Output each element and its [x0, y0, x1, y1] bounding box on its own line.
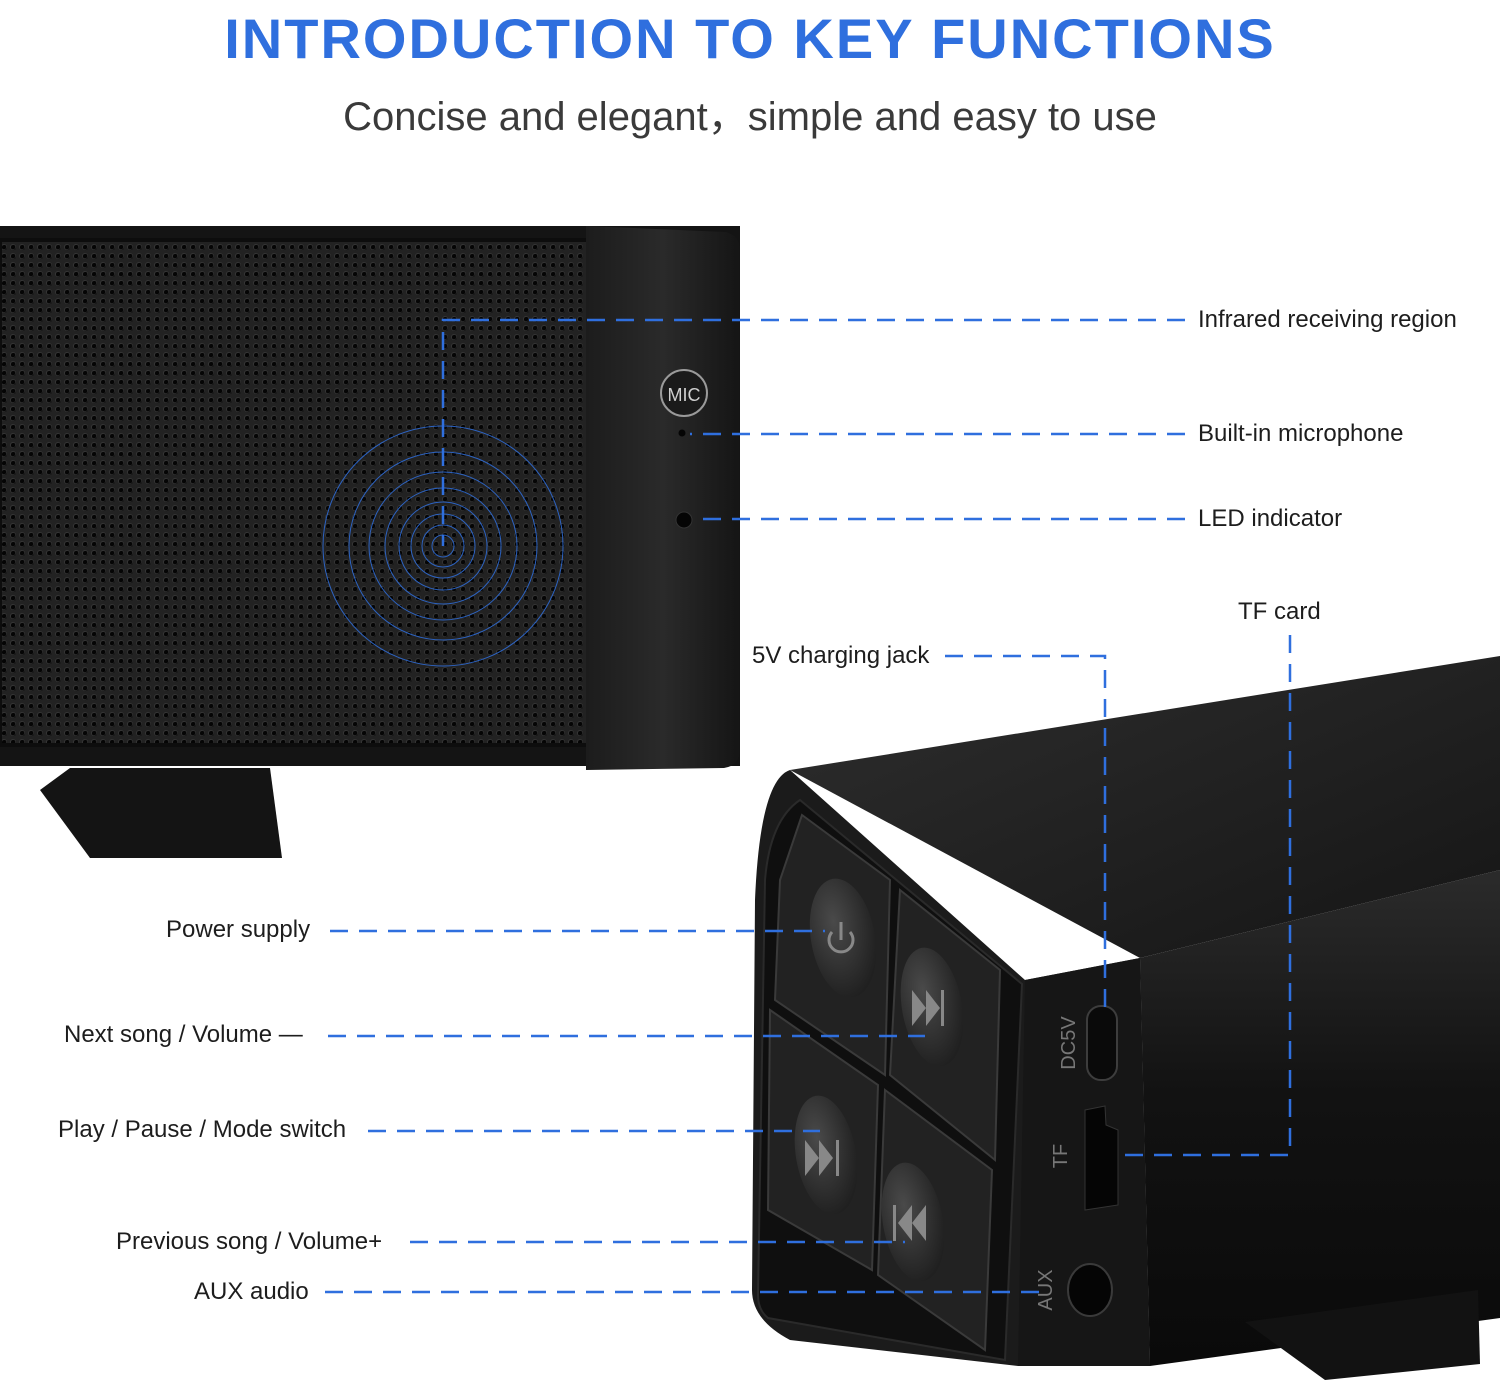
play-pause-button[interactable] [786, 1091, 866, 1220]
previous-song-button[interactable] [873, 1158, 953, 1287]
callout-aux-audio: AUX audio [194, 1278, 309, 1305]
callout-charging-jack: 5V charging jack [752, 642, 930, 669]
page-subtitle: Concise and elegant，simple and easy to u… [343, 95, 1157, 139]
microphone-hole [678, 429, 686, 437]
callout-power: Power supply [166, 916, 311, 943]
dc5v-port: DC5V [1058, 1005, 1118, 1081]
speaker-body [1140, 870, 1500, 1366]
speaker-end-cap [586, 226, 740, 770]
callout-microphone: Built-in microphone [1198, 420, 1404, 447]
infrared-rings [322, 425, 564, 667]
charging-jack-line [945, 654, 1107, 1010]
infrared-line [441, 318, 1185, 546]
callout-infrared: Infrared receiving region [1198, 306, 1457, 333]
speaker-grille [0, 240, 590, 745]
svg-text:DC5V: DC5V [1058, 1016, 1080, 1070]
tf-card-slot: TF [1050, 1105, 1119, 1211]
callout-previous-song: Previous song / Volume+ [116, 1228, 383, 1255]
led-indicator [675, 511, 693, 529]
callout-led: LED indicator [1198, 505, 1343, 532]
page-title: INTRODUCTION TO KEY FUNCTIONS [224, 7, 1276, 70]
callout-play-pause: Play / Pause / Mode switch [58, 1116, 347, 1143]
power-button[interactable] [801, 873, 885, 1002]
mic-badge: MIC [660, 369, 708, 417]
svg-text:TF: TF [1050, 1144, 1072, 1168]
callout-next-song: Next song / Volume — [64, 1021, 303, 1048]
svg-text:MIC: MIC [668, 385, 701, 405]
side-stand [1245, 1290, 1480, 1380]
callout-lines [325, 318, 1292, 1294]
svg-text:AUX: AUX [1035, 1269, 1057, 1310]
aux-port: AUX [1035, 1263, 1113, 1317]
callout-tf-card: TF card [1238, 598, 1321, 625]
front-speaker [0, 226, 740, 858]
front-stand [40, 768, 282, 858]
